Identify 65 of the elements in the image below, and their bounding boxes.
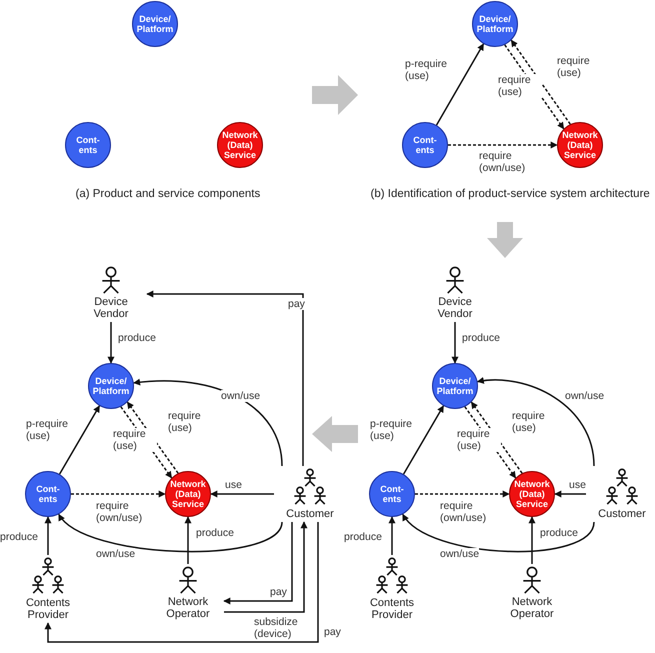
- component-circle: Device/ Platform: [132, 1, 178, 47]
- arrow: [452, 322, 458, 364]
- arrow: [210, 490, 274, 498]
- arrow: [184, 516, 192, 564]
- component-circle: Cont- ents: [25, 471, 71, 517]
- edge-label: require (use): [457, 428, 501, 452]
- component-circle: Network (Data) Service: [165, 471, 211, 517]
- actor-name: Device Vendor: [436, 296, 474, 320]
- arrow: [402, 514, 595, 552]
- actor-name: Customer: [286, 508, 334, 520]
- edge-label: own/use: [96, 548, 136, 560]
- arrow: [436, 43, 484, 126]
- component-circle: Device/ Platform: [432, 363, 478, 409]
- arrow: [126, 402, 179, 474]
- component-circle: Network (Data) Service: [557, 122, 603, 168]
- arrow: [388, 516, 396, 555]
- component-circle: Network (Data) Service: [217, 122, 263, 168]
- actor-name: Contents Provider: [24, 597, 72, 621]
- actor-name: Device Vendor: [92, 296, 130, 320]
- arrow: [58, 514, 283, 552]
- arrow: [554, 490, 586, 498]
- edge-label: produce: [540, 527, 578, 539]
- component-circle: Network (Data) Service: [509, 471, 555, 517]
- edge-label: pay: [288, 298, 305, 310]
- edge-label: own/use: [440, 548, 480, 560]
- edge-label: require (use): [498, 74, 542, 98]
- arrow: [402, 405, 444, 475]
- component-circle: Device/ Platform: [88, 363, 134, 409]
- arrow: [108, 322, 114, 364]
- arrow: [528, 516, 536, 564]
- arrow: [58, 405, 100, 475]
- panel-caption: (b) Identification of product-service system architecture: [370, 188, 650, 200]
- edge-label: produce: [196, 527, 234, 539]
- arrow: [224, 521, 308, 613]
- edge-label: produce: [344, 531, 382, 543]
- edge-label: own/use: [221, 390, 260, 402]
- edge-label: use: [569, 479, 586, 491]
- component-circle: Device/ Platform: [472, 1, 518, 47]
- actor-name: Customer: [598, 508, 646, 520]
- panel-caption: (a) Product and service components: [76, 188, 260, 200]
- edge-label: use: [225, 479, 242, 491]
- edge-label: produce: [462, 332, 500, 344]
- arrow: [470, 402, 523, 474]
- edge-label: produce: [0, 531, 38, 543]
- arrow: [71, 490, 166, 498]
- arrow: [510, 40, 571, 125]
- component-circle: Cont- ents: [65, 122, 111, 168]
- edge-label: pay: [324, 626, 341, 638]
- arrow: [133, 378, 283, 466]
- edge-label: require (use): [113, 428, 157, 452]
- actor-name: Contents Provider: [368, 597, 416, 621]
- arrow: [415, 490, 510, 498]
- actor-name: Network Operator: [509, 596, 555, 620]
- arrow: [223, 522, 293, 604]
- arrow: [44, 516, 52, 555]
- edge-label: own/use: [565, 390, 604, 402]
- actor-name: Network Operator: [165, 596, 211, 620]
- arrow: [44, 522, 319, 643]
- edge-label: pay: [270, 586, 287, 598]
- component-circle: Cont- ents: [402, 122, 448, 168]
- arrow: [476, 377, 595, 466]
- edge-label: produce: [118, 332, 156, 344]
- arrow: [146, 290, 304, 466]
- component-circle: Cont- ents: [369, 471, 415, 517]
- arrow: [448, 142, 558, 148]
